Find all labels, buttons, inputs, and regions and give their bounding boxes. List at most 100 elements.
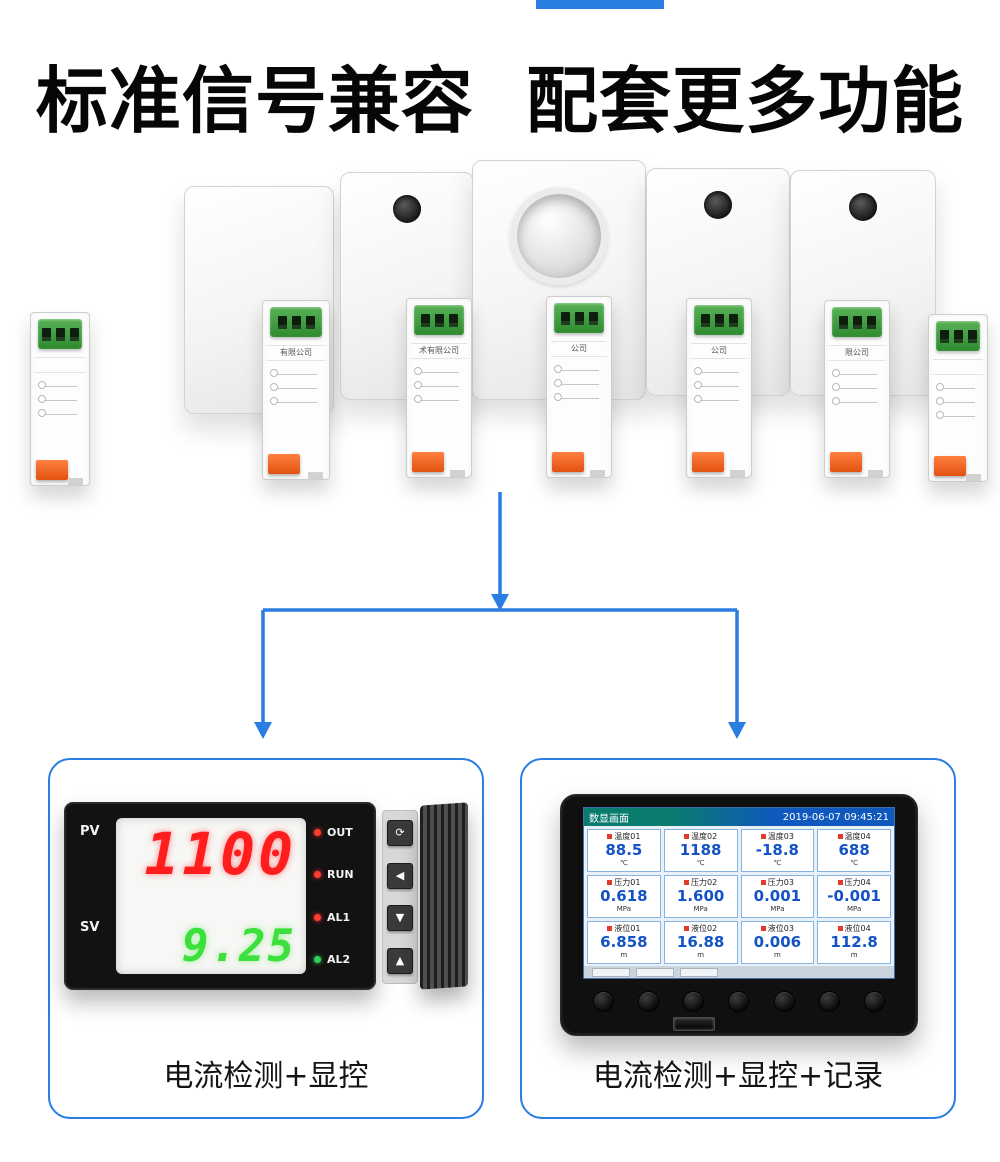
channel-value: 688	[838, 841, 870, 859]
screen-header: 数显画面 2019-06-07 09:45:21	[584, 808, 894, 826]
channel-marker-icon	[837, 926, 843, 931]
usb-port	[673, 1017, 715, 1031]
recorder-caption: 电流检测+显控+记录	[592, 1059, 884, 1094]
channel-name: 压力02	[684, 877, 717, 888]
module-label: 公司	[551, 341, 607, 357]
channel-name: 温度04	[837, 831, 871, 842]
indicator-label: OUT	[327, 826, 353, 839]
module-schematic	[31, 378, 89, 417]
terminal-block	[554, 303, 604, 333]
din-clip	[830, 452, 862, 472]
current-through-hole	[510, 187, 608, 285]
pv-value: 1100	[144, 820, 296, 888]
sv-value: 9.25	[182, 921, 296, 972]
channel-unit: m	[697, 951, 705, 960]
module-schematic	[407, 364, 471, 403]
module-label	[35, 357, 85, 373]
recorder-button	[683, 991, 705, 1012]
channel-value: 6.858	[600, 933, 648, 951]
channel-marker-icon	[684, 880, 690, 885]
sensor-back-panel	[646, 168, 790, 396]
indicator-led-icon	[314, 829, 321, 836]
channel-name: 温度02	[684, 831, 717, 842]
heatsink-side	[420, 802, 468, 990]
channel-value: 1188	[679, 841, 722, 859]
indicator-label: AL2	[327, 952, 351, 966]
module-schematic	[547, 362, 611, 401]
channel-marker-icon	[760, 834, 766, 839]
channel-name: 温度01	[607, 831, 640, 842]
screen-timestamp: 2019-06-07 09:45:21	[782, 811, 889, 823]
indicator-row: AL2	[314, 953, 366, 966]
meter-button: ▲	[387, 947, 413, 974]
module-label: 公司	[691, 343, 747, 359]
channel-name: 液位02	[684, 923, 717, 934]
channel-unit: MPa	[847, 905, 862, 914]
module-label: 术有限公司	[411, 343, 467, 359]
channel-marker-icon	[684, 834, 690, 839]
channel-value: -18.8	[755, 841, 799, 859]
channel-unit: m	[620, 951, 628, 960]
channel-name: 液位03	[760, 923, 794, 934]
channel-value: 0.006	[753, 933, 802, 951]
recorder-button	[638, 991, 660, 1012]
sv-label: SV	[80, 920, 100, 935]
recorder-button	[728, 991, 750, 1012]
pv-label: PV	[80, 824, 100, 839]
meter-buttons: ⟳◀▼▲	[382, 810, 418, 984]
meter-button: ⟳	[387, 820, 413, 846]
din-clip	[268, 454, 300, 474]
meter-display: 1100 9.25	[116, 818, 306, 974]
indicator-led-icon	[314, 871, 321, 879]
terminal-block	[694, 305, 744, 335]
din-clip	[692, 452, 724, 472]
recorder-button	[593, 991, 614, 1012]
din-module: 有限公司	[262, 300, 330, 480]
channel-unit: ℃	[696, 859, 705, 868]
channel-marker-icon	[837, 880, 843, 885]
channel-value: 112.8	[830, 933, 878, 951]
module-schematic	[929, 380, 987, 419]
channel-value: -0.001	[827, 887, 881, 905]
channel-marker-icon	[760, 880, 766, 885]
din-module	[928, 314, 988, 482]
sensor-mount-hole	[704, 191, 732, 219]
terminal-block	[270, 307, 322, 337]
indicator-row: OUT	[314, 826, 366, 839]
channel-unit: m	[850, 951, 858, 960]
din-module: 限公司	[824, 300, 890, 478]
channel-marker-icon	[837, 834, 843, 839]
module-schematic	[825, 366, 889, 405]
din-module: 术有限公司	[406, 298, 472, 478]
channel-unit: ℃	[619, 859, 628, 868]
channel-name: 压力01	[607, 877, 640, 888]
channel-cell: 温度03-18.8℃	[740, 829, 815, 872]
channel-name: 压力04	[837, 877, 871, 888]
din-clip	[934, 456, 966, 476]
screen-footer	[584, 966, 894, 978]
channel-unit: MPa	[693, 905, 708, 914]
indicator-row: RUN	[314, 868, 366, 881]
meter-button: ▼	[387, 905, 413, 932]
indicator-row: AL1	[314, 911, 366, 924]
module-schematic	[263, 366, 329, 405]
channel-unit: MPa	[770, 905, 785, 914]
recorder-button	[773, 991, 795, 1012]
recorder-button	[818, 991, 840, 1012]
indicator-led-icon	[314, 955, 321, 963]
